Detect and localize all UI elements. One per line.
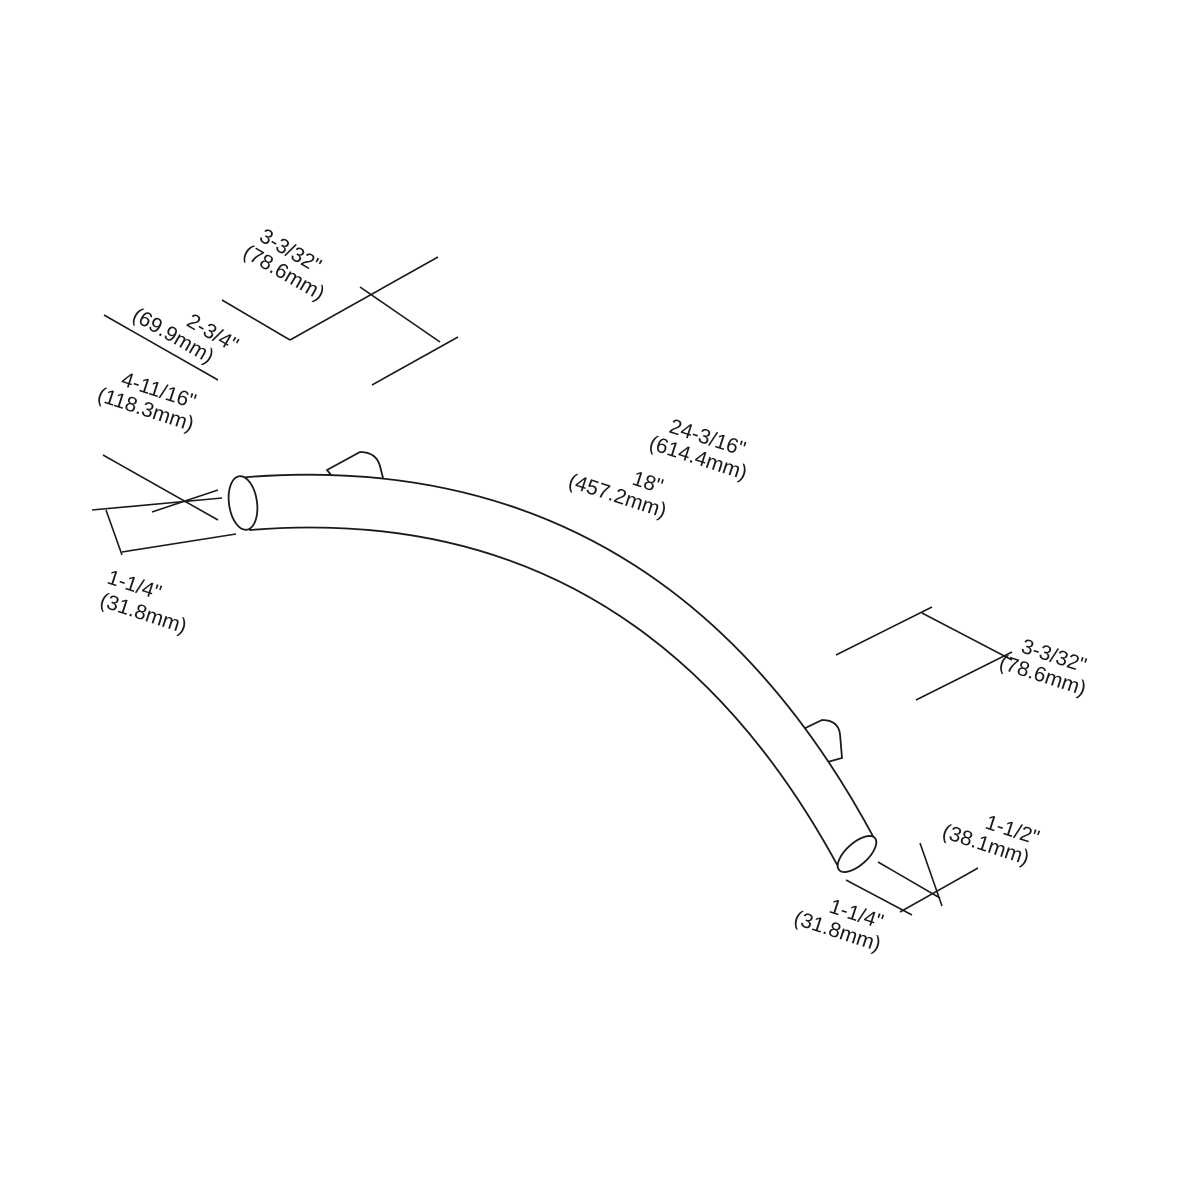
top-depth-dimension-lines xyxy=(289,256,459,386)
right-diameter-dimension-lines xyxy=(845,867,979,916)
curved-pull-handle xyxy=(227,451,878,873)
left-height-dimension-lines xyxy=(102,454,219,521)
curved-bar-body xyxy=(234,473,876,872)
right-end-cap xyxy=(836,835,878,873)
right-depth-dimension-lines xyxy=(835,606,1013,701)
right-post-dimension-lines xyxy=(877,842,943,907)
left-end-cap xyxy=(227,475,259,531)
left-diameter-dimension-lines xyxy=(91,497,237,556)
post-depth-dimension-lines xyxy=(103,299,291,381)
